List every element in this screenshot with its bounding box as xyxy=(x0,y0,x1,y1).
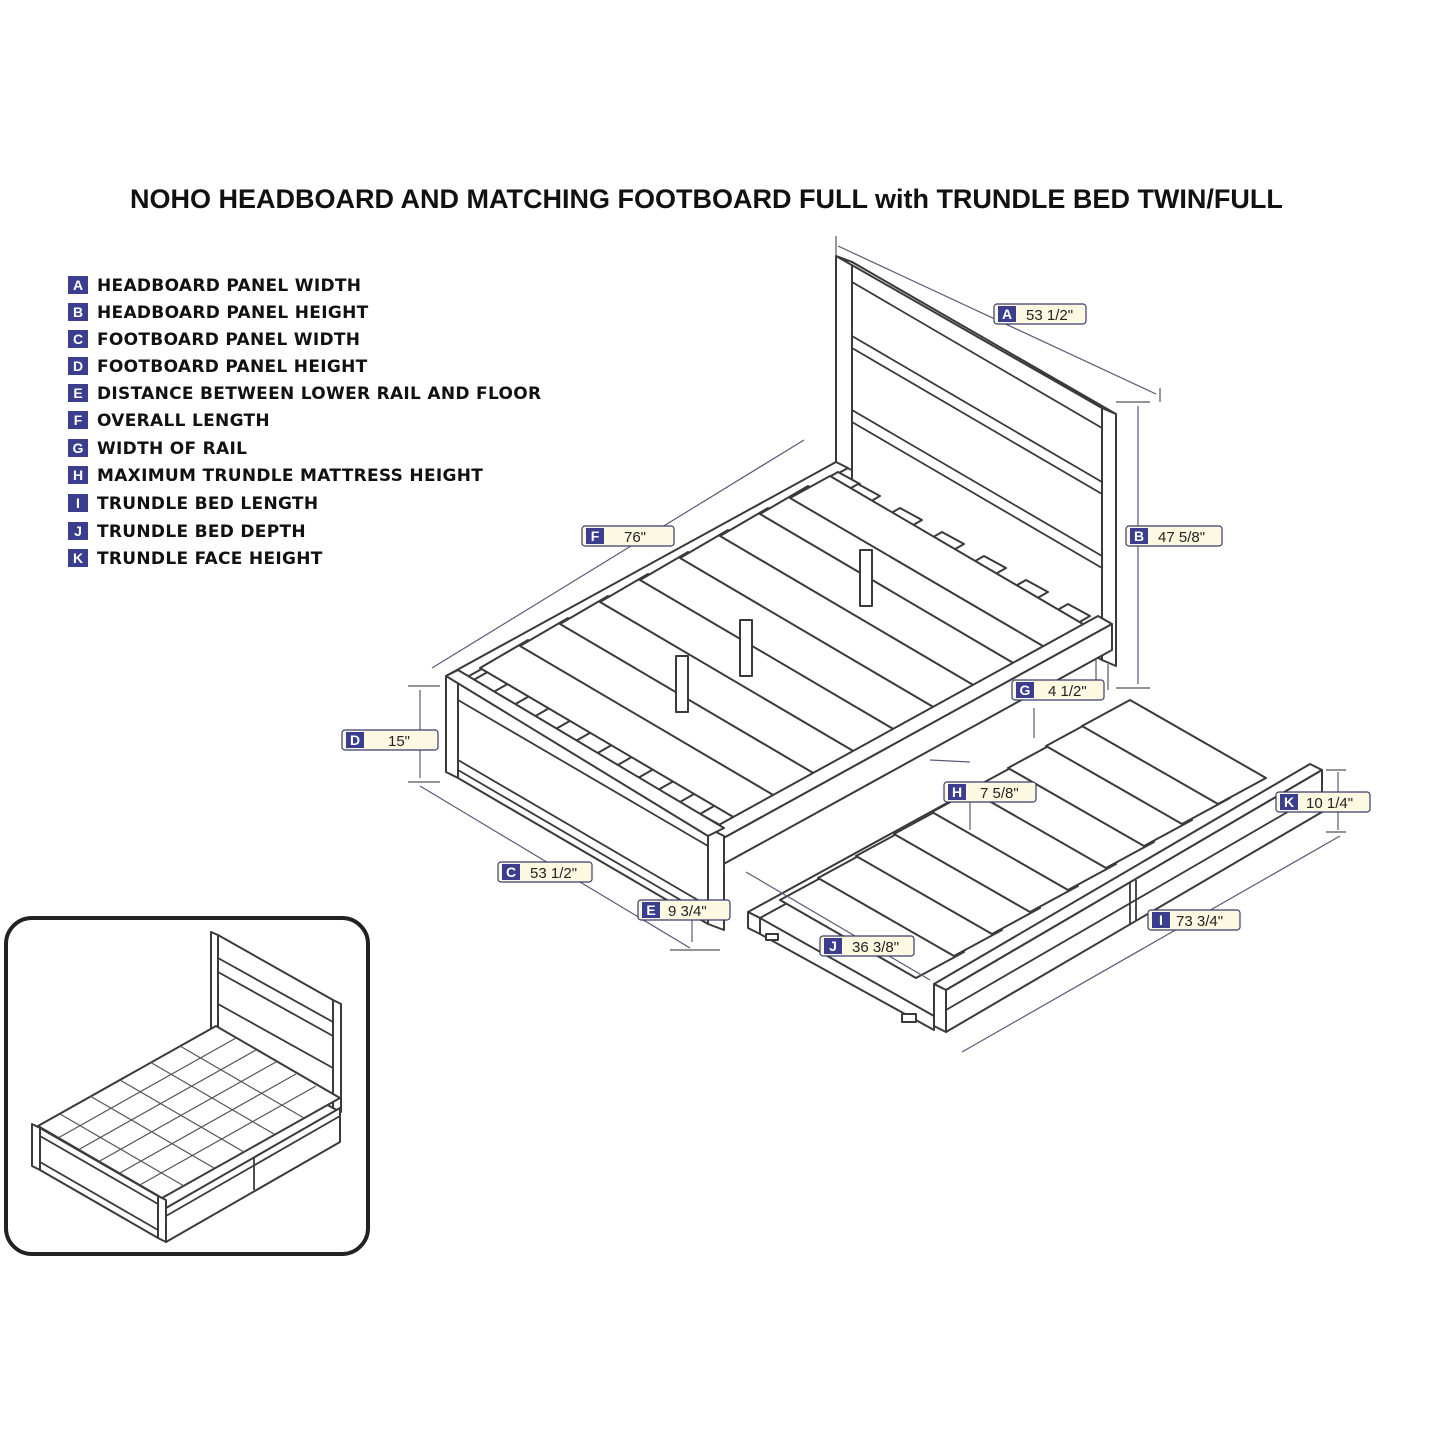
key-badge-e xyxy=(68,384,88,402)
legend-label: HEADBOARD PANEL WIDTH xyxy=(97,276,361,296)
key-letter: C xyxy=(506,864,516,880)
legend-item-d: D FOOTBOARD PANEL HEIGHT xyxy=(68,357,368,377)
dimension-value: 10 1/4" xyxy=(1306,795,1353,812)
dimension-value: 76" xyxy=(624,529,646,546)
key-letter: E xyxy=(73,385,82,401)
key-letter: K xyxy=(1284,794,1294,810)
key-badge-a xyxy=(68,276,88,294)
dimension-value: 9 3/4" xyxy=(668,903,707,920)
key-letter: F xyxy=(591,528,600,544)
dimension-tag-e: E 9 3/4" xyxy=(637,899,731,921)
legend-label: FOOTBOARD PANEL HEIGHT xyxy=(97,357,368,377)
key-badge-c xyxy=(68,330,88,348)
dimension-legend: A HEADBOARD PANEL WIDTH B HEADBOARD PANE… xyxy=(68,276,541,569)
legend-item-c: C FOOTBOARD PANEL WIDTH xyxy=(68,330,360,350)
legend-item-a: A HEADBOARD PANEL WIDTH xyxy=(68,276,361,296)
legend-label: TRUNDLE FACE HEIGHT xyxy=(97,549,323,569)
cross-slats xyxy=(479,475,1101,829)
dimension-value: 36 3/8" xyxy=(852,939,899,956)
legend-label: TRUNDLE BED LENGTH xyxy=(97,494,318,514)
key-letter: J xyxy=(829,938,837,954)
legend-label: MAXIMUM TRUNDLE MATTRESS HEIGHT xyxy=(97,466,483,486)
dimension-value: 47 5/8" xyxy=(1158,529,1205,546)
key-letter: C xyxy=(73,331,83,347)
headboard xyxy=(835,255,1117,690)
dimension-tag-f: F 76" xyxy=(581,525,675,547)
key-letter: H xyxy=(952,784,962,800)
legend-label: TRUNDLE BED DEPTH xyxy=(97,522,306,542)
legend-item-k: K TRUNDLE FACE HEIGHT xyxy=(68,549,323,569)
dimension-tag-k: K 10 1/4" xyxy=(1275,791,1371,813)
key-letter: H xyxy=(73,467,83,483)
main-bed-drawing xyxy=(445,255,1117,931)
key-letter: D xyxy=(73,358,83,374)
key-letter: F xyxy=(74,412,83,428)
legend-label: WIDTH OF RAIL xyxy=(97,439,247,459)
dimension-tag-c: C 53 1/2" xyxy=(497,861,593,883)
inset-thumbnail xyxy=(4,916,370,1256)
key-letter: D xyxy=(350,732,360,748)
key-letter: J xyxy=(74,523,82,539)
key-letter: G xyxy=(73,440,84,456)
dimension-tag-a: A 53 1/2" xyxy=(993,303,1087,325)
legend-label: OVERALL LENGTH xyxy=(97,411,270,431)
dimension-value: 53 1/2" xyxy=(530,865,577,882)
key-letter: I xyxy=(1159,912,1163,928)
dimension-tag-b: B 47 5/8" xyxy=(1125,525,1223,547)
dimension-tag-g: G 4 1/2" xyxy=(1011,679,1105,701)
dimension-tag-d: D 15" xyxy=(341,729,439,751)
legend-item-h: H MAXIMUM TRUNDLE MATTRESS HEIGHT xyxy=(68,466,483,486)
key-badge-d xyxy=(68,357,88,375)
dimension-tag-j: J 36 3/8" xyxy=(819,935,915,957)
key-badge-j xyxy=(68,522,88,540)
dimension-tag-h: H 7 5/8" xyxy=(943,781,1037,803)
key-letter: B xyxy=(1134,528,1144,544)
key-badge-k xyxy=(68,549,88,567)
key-badge-b xyxy=(68,303,88,321)
key-badge-i xyxy=(68,494,88,512)
key-letter: G xyxy=(1020,682,1031,698)
dimension-value: 73 3/4" xyxy=(1176,913,1223,930)
key-letter: I xyxy=(76,495,80,511)
key-letter: A xyxy=(1002,306,1012,322)
dimension-value: 7 5/8" xyxy=(980,785,1019,802)
key-letter: A xyxy=(73,277,83,293)
center-supports xyxy=(675,549,873,713)
legend-item-i: I TRUNDLE BED LENGTH xyxy=(68,494,318,514)
dimension-value: 4 1/2" xyxy=(1048,683,1087,700)
dimension-tag-i: I 73 3/4" xyxy=(1147,909,1241,931)
key-letter: K xyxy=(73,550,83,566)
legend-item-e: E DISTANCE BETWEEN LOWER RAIL AND FLOOR xyxy=(68,384,541,404)
legend-item-g: G WIDTH OF RAIL xyxy=(68,439,247,459)
legend-label: HEADBOARD PANEL HEIGHT xyxy=(97,303,369,323)
legend-label: DISTANCE BETWEEN LOWER RAIL AND FLOOR xyxy=(97,384,541,404)
dimension-value: 53 1/2" xyxy=(1026,307,1073,324)
page-title: NOHO HEADBOARD AND MATCHING FOOTBOARD FU… xyxy=(130,184,1283,214)
legend-label: FOOTBOARD PANEL WIDTH xyxy=(97,330,360,350)
key-letter: E xyxy=(646,902,655,918)
legend-item-b: B HEADBOARD PANEL HEIGHT xyxy=(68,303,369,323)
dimension-value: 15" xyxy=(388,733,410,750)
legend-item-j: J TRUNDLE BED DEPTH xyxy=(68,522,306,542)
legend-item-f: F OVERALL LENGTH xyxy=(68,411,270,431)
key-badge-g xyxy=(68,439,88,457)
key-letter: B xyxy=(73,304,83,320)
key-badge-f xyxy=(68,411,88,429)
key-badge-h xyxy=(68,466,88,484)
